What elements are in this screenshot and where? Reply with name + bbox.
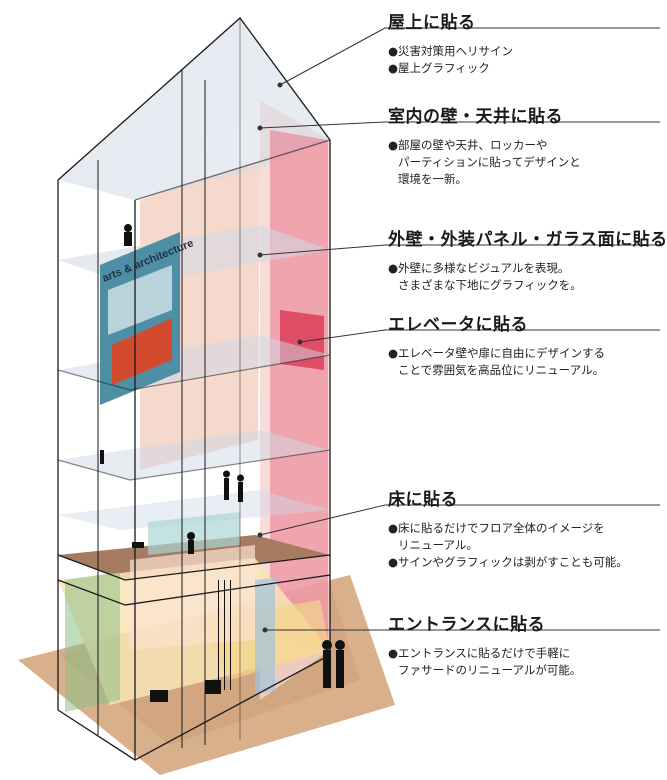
callout-line: 環境を一新。 xyxy=(398,172,467,186)
callout-line: ●エレベータ壁や扉に自由にデザインする xyxy=(388,346,606,360)
callout-line: ことで雰囲気を高品位にリニューアル。 xyxy=(398,363,605,377)
callout-line: ●床に貼るだけでフロア全体のイメージを xyxy=(388,521,605,535)
leader-lines xyxy=(259,27,660,631)
callout-line: ●外壁に多様なビジュアルを表現。 xyxy=(388,261,570,275)
entrance-green-rack xyxy=(65,572,120,712)
callout-body: ●外壁に多様なビジュアルを表現。 さまざまな下地にグラフィックを。 xyxy=(388,260,667,294)
entrance-glass-door xyxy=(255,578,275,695)
callout-floor: 床に貼る ●床に貼るだけでフロア全体のイメージを リニューアル。 ●サインやグラ… xyxy=(388,485,628,571)
callout-line: ●エントランスに貼るだけで手軽に xyxy=(388,646,571,660)
leader-dots xyxy=(257,82,303,633)
callout-body: ●部屋の壁や天井、ロッカーや パーティションに貼ってデザインと 環境を一新。 xyxy=(388,137,581,188)
callout-title: 床に貼る xyxy=(388,490,458,510)
callout-line: パーティションに貼ってデザインと xyxy=(398,155,581,169)
building-frame xyxy=(57,17,331,761)
callout-line: リニューアル。 xyxy=(398,538,478,552)
entrance-back-wall xyxy=(130,545,255,650)
callout-title: 外壁・外装パネル・ガラス面に貼る xyxy=(388,230,667,250)
callout-line: ●部屋の壁や天井、ロッカーや xyxy=(388,138,548,152)
floor-slab-4 xyxy=(58,490,330,530)
callout-title: エントランスに貼る xyxy=(388,615,546,635)
silhouettes xyxy=(100,224,345,702)
floor-slab-3 xyxy=(58,430,330,480)
callout-line: ファサードのリニューアルが可能。 xyxy=(398,663,582,677)
callout-line: さまざまな下地にグラフィックを。 xyxy=(398,278,582,292)
callout-title: 屋上に貼る xyxy=(388,13,476,33)
callout-line: ●サインやグラフィックは剥がすことも可能。 xyxy=(388,555,628,569)
callout-body: ●床に貼るだけでフロア全体のイメージを リニューアル。 ●サインやグラフィックは… xyxy=(388,520,628,571)
callout-title: エレベータに貼る xyxy=(388,315,528,335)
callout-line: ●災害対策用ヘリサイン xyxy=(388,44,514,58)
callout-exterior: 外壁・外装パネル・ガラス面に貼る ●外壁に多様なビジュアルを表現。 さまざまな下… xyxy=(388,225,667,294)
callout-entrance: エントランスに貼る ●エントランスに貼るだけで手軽に ファサードのリニューアルが… xyxy=(388,610,581,679)
callout-line: ●屋上グラフィック xyxy=(388,61,490,75)
callout-interior-walls: 室内の壁・天井に貼る ●部屋の壁や天井、ロッカーや パーティションに貼ってデザイ… xyxy=(388,102,581,188)
callout-title: 室内の壁・天井に貼る xyxy=(388,107,563,127)
callout-body: ●災害対策用ヘリサイン ●屋上グラフィック xyxy=(388,43,513,77)
roof-face xyxy=(58,18,260,200)
callout-elevator: エレベータに貼る ●エレベータ壁や扉に自由にデザインする ことで雰囲気を高品位に… xyxy=(388,310,605,379)
callout-body: ●エントランスに貼るだけで手軽に ファサードのリニューアルが可能。 xyxy=(388,645,581,679)
elevator-shaft xyxy=(270,130,328,650)
callout-rooftop: 屋上に貼る ●災害対策用ヘリサイン ●屋上グラフィック xyxy=(388,8,513,77)
billboard-red-tiles xyxy=(112,318,172,385)
callout-body: ●エレベータ壁や扉に自由にデザインする ことで雰囲気を高品位にリニューアル。 xyxy=(388,345,605,379)
billboard-panel xyxy=(108,265,172,335)
